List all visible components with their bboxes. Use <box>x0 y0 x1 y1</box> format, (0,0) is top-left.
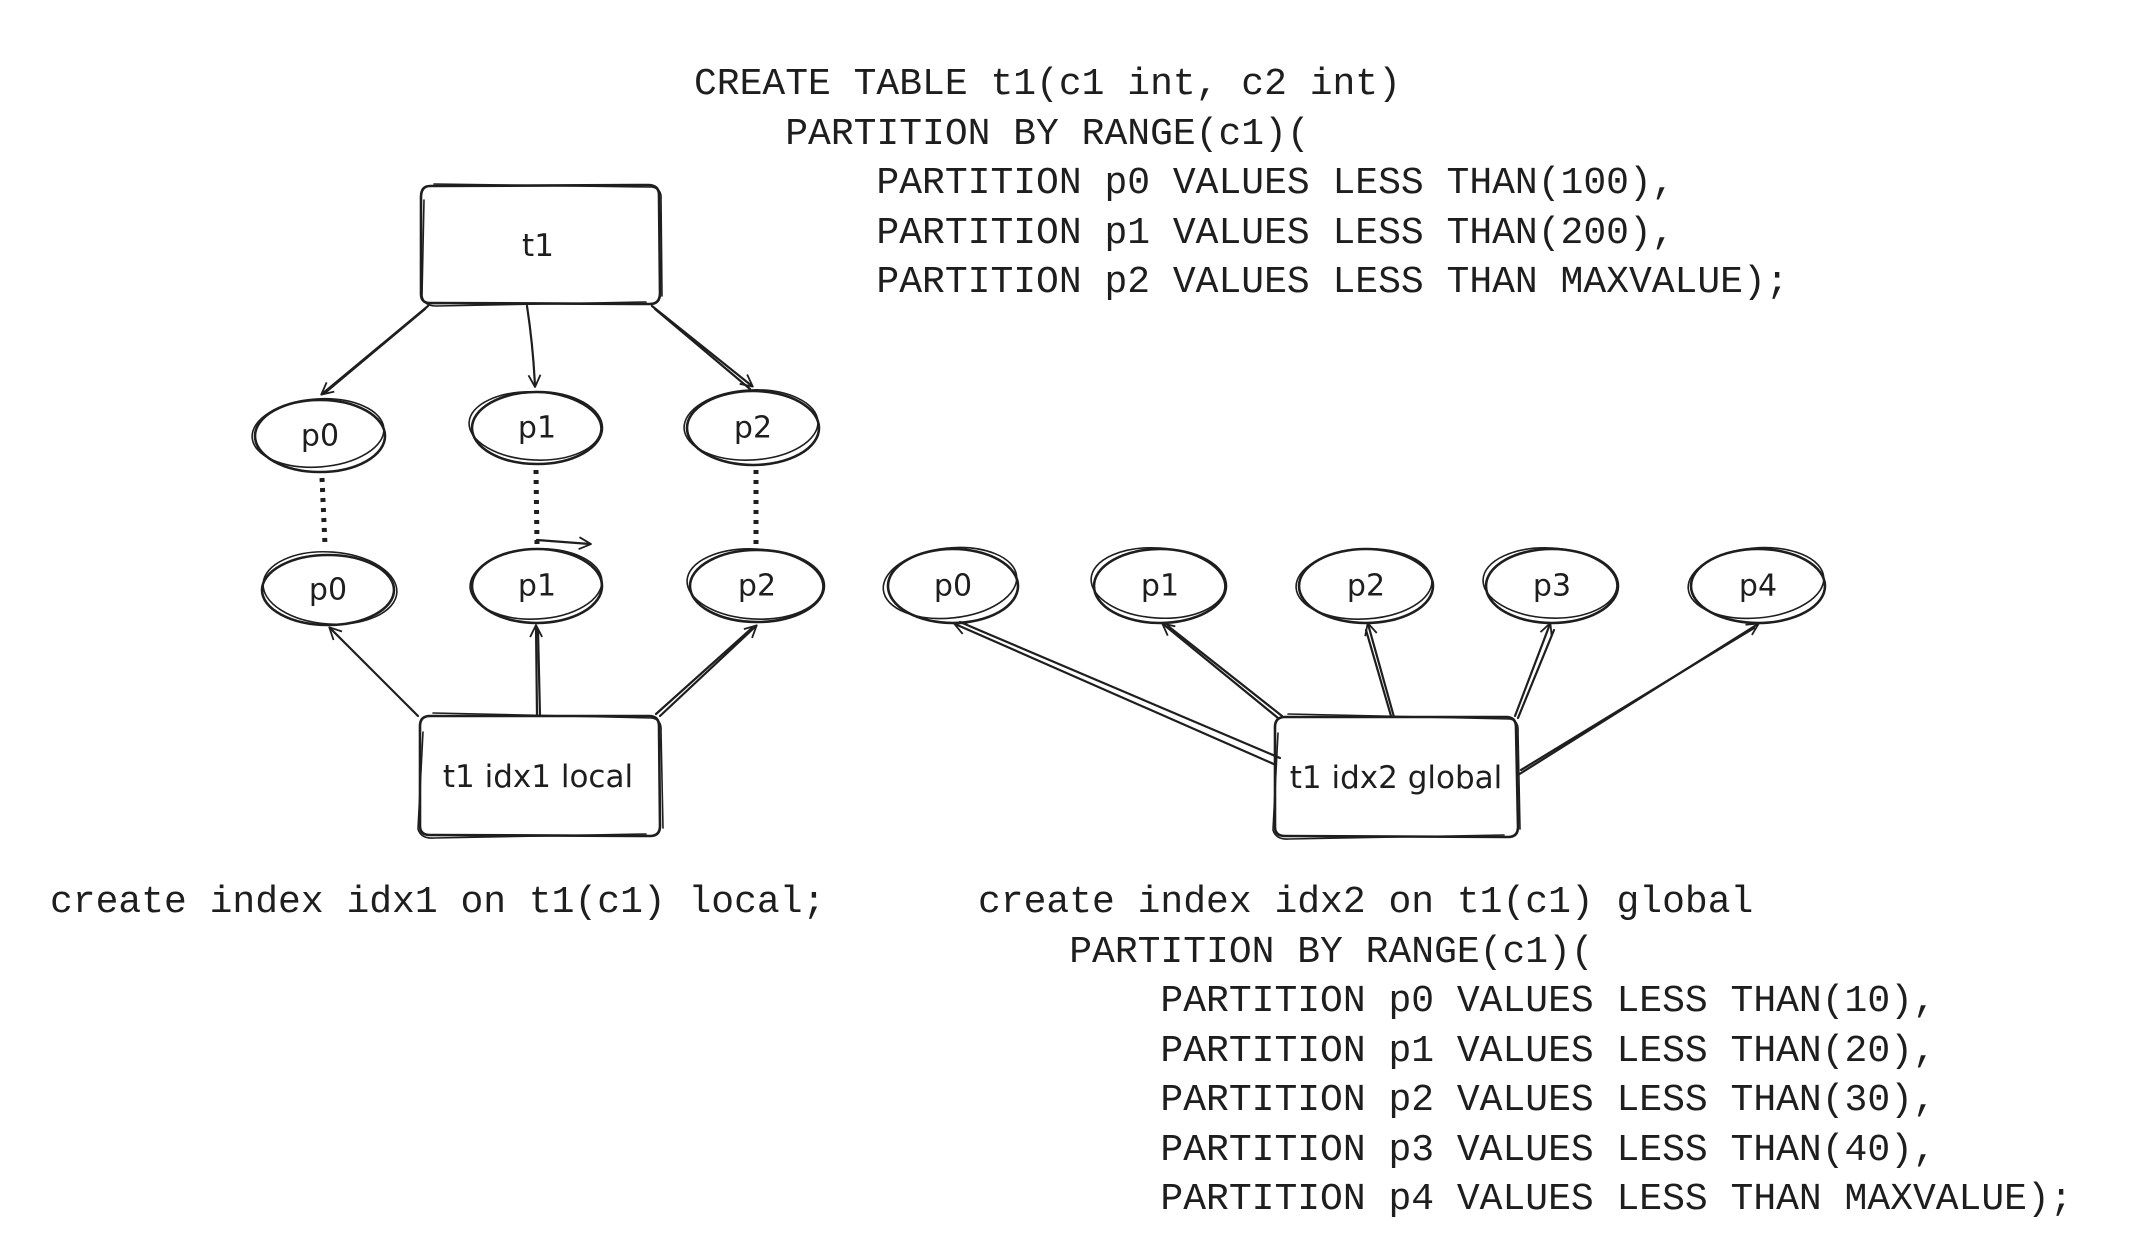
table-partition-p0-label: p0 <box>301 419 339 454</box>
local-index-sql: create index idx1 on t1(c1) local; <box>50 878 825 928</box>
local-index-partition-p0-label: p0 <box>309 573 347 608</box>
arrow-global-to-p3-sketch <box>1516 628 1556 720</box>
global-index-partition-p3: p3 <box>1482 547 1620 625</box>
arrow-global-to-p2 <box>1364 622 1396 719</box>
global-index-partition-p0: p0 <box>882 546 1020 625</box>
arrow-local-to-p2 <box>658 624 758 718</box>
local-index-label: t1 idx1 local <box>443 759 633 795</box>
global-index-label: t1 idx2 global <box>1290 760 1503 796</box>
create-table-sql-line: PARTITION p2 VALUES LESS THAN MAXVALUE); <box>694 261 1789 304</box>
create-table-sql-line: PARTITION p0 VALUES LESS THAN(100), <box>694 162 1675 205</box>
global-index-partition-p4-label: p4 <box>1739 569 1777 604</box>
table-partition-p2-label: p2 <box>734 411 772 446</box>
arrow-global-to-p4-sketch <box>1519 626 1756 772</box>
global-index-sql-line: PARTITION p0 VALUES LESS THAN(10), <box>978 980 1936 1023</box>
arrow-local-to-p0 <box>328 626 420 718</box>
arrow-global-to-p2-sketch <box>1364 628 1393 718</box>
create-table-sql-line: PARTITION BY RANGE(c1)( <box>694 112 1310 156</box>
table-partition-p1-label: p1 <box>518 411 556 446</box>
global-index-partition-p4: p4 <box>1687 546 1827 625</box>
local-index-partition-p2-label: p2 <box>738 569 776 604</box>
link-p1-local-tip <box>535 536 592 550</box>
local-index-sql-line: create index idx1 on t1(c1) local; <box>50 881 826 924</box>
global-index-sql: create index idx2 on t1(c1) global PARTI… <box>978 878 2073 1225</box>
local-index-partition-p1-label: p1 <box>518 569 556 604</box>
link-p1-local <box>533 469 540 545</box>
global-index-sql-line: PARTITION p4 VALUES LESS THAN MAXVALUE); <box>978 1178 2073 1221</box>
local-index-box: t1 idx1 local <box>417 712 664 839</box>
create-table-sql: CREATE TABLE t1(c1 int, c2 int) PARTITIO… <box>694 60 1789 308</box>
global-index-partition-p2-label: p2 <box>1347 569 1385 604</box>
global-index-partition-p3-label: p3 <box>1533 569 1571 604</box>
arrow-global-to-p3 <box>1513 622 1553 718</box>
global-index-sql-line: PARTITION p2 VALUES LESS THAN(30), <box>978 1079 1936 1122</box>
global-index-partition-p2: p2 <box>1295 547 1435 625</box>
local-index-partition-p1: p1 <box>469 547 604 625</box>
arrow-local-to-p1-sketch <box>536 628 542 718</box>
global-index-partition-p1: p1 <box>1090 546 1228 625</box>
table-t1-box: t1 <box>419 183 663 307</box>
arrow-local-to-p1 <box>529 624 543 718</box>
global-index-box: t1 idx2 global <box>1272 713 1521 840</box>
arrow-global-to-p1 <box>1161 622 1280 720</box>
global-index-partition-p1-label: p1 <box>1141 569 1179 604</box>
table-partition-p0: p0 <box>251 397 387 474</box>
arrow-global-to-p1-sketch <box>1166 624 1284 718</box>
arrow-t1-to-p1 <box>525 304 542 388</box>
global-index-partition-p0-label: p0 <box>934 569 972 604</box>
arrow-global-to-p0-sketch <box>958 620 1282 760</box>
global-index-sql-line: PARTITION p3 VALUES LESS THAN(40), <box>978 1128 1936 1172</box>
table-partition-p2: p2 <box>683 389 821 467</box>
arrow-local-to-p2-sketch <box>654 626 754 716</box>
global-index-sql-line: PARTITION BY RANGE(c1)( <box>978 930 1594 974</box>
local-index-partition-p2: p2 <box>686 548 826 624</box>
link-p0-local <box>319 477 328 546</box>
table-t1-label: t1 <box>522 228 554 264</box>
table-partition-p1: p1 <box>468 390 604 466</box>
global-index-sql-line: PARTITION p1 VALUES LESS THAN(20), <box>978 1029 1936 1073</box>
global-index-sql-line: create index idx2 on t1(c1) global <box>978 881 1754 924</box>
create-table-sql-line: CREATE TABLE t1(c1 int, c2 int) <box>694 63 1401 106</box>
local-index-partition-p0: p0 <box>260 550 398 627</box>
arrow-t1-to-p0-sketch <box>324 307 427 394</box>
arrow-global-to-p0 <box>953 622 1278 767</box>
arrow-t1-to-p2-sketch <box>653 307 752 391</box>
create-table-sql-line: PARTITION p1 VALUES LESS THAN(200), <box>694 211 1675 255</box>
